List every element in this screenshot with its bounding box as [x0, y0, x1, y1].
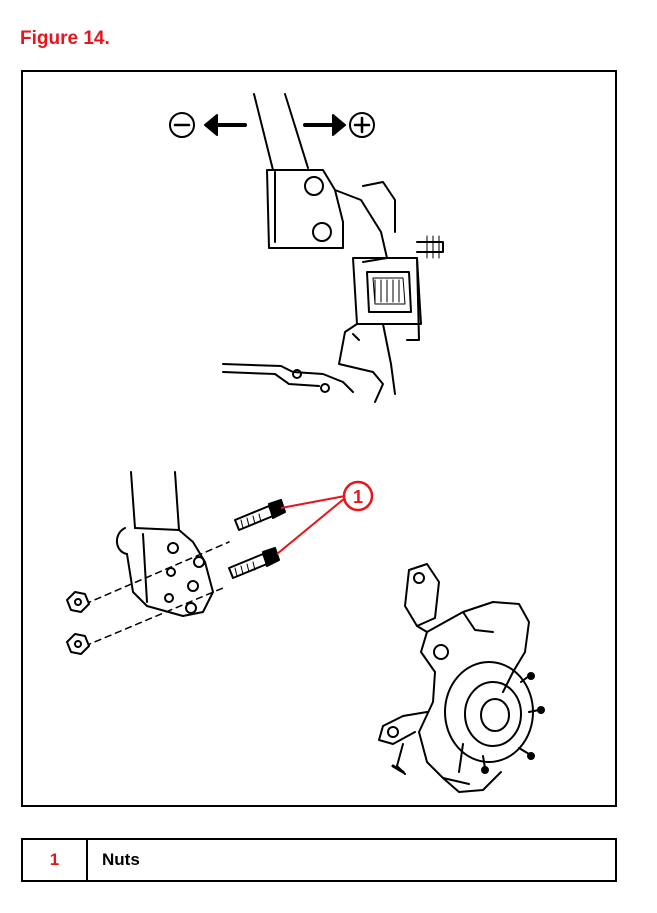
- minus-circle-icon: [169, 112, 195, 138]
- direction-indicator: [169, 112, 375, 138]
- legend-number: 1: [23, 840, 88, 880]
- bolt: [228, 547, 280, 579]
- callout-1: 1: [276, 480, 374, 555]
- strut-knuckle-illustration: 1: [66, 93, 545, 793]
- nut: [66, 591, 90, 613]
- strut-assembly-top: [222, 93, 444, 403]
- callout-circle: [342, 480, 374, 512]
- nut: [66, 633, 90, 655]
- plus-circle-icon: [349, 112, 375, 138]
- legend-table: 1 Nuts: [21, 838, 617, 882]
- callout-number: 1: [353, 487, 363, 507]
- figure-title: Figure 14.: [20, 28, 110, 49]
- strut-lower-mount: [66, 471, 286, 655]
- steering-knuckle: [378, 563, 545, 793]
- bolt: [234, 499, 286, 531]
- legend-label: Nuts: [102, 850, 140, 869]
- diagram-frame: 1: [21, 70, 617, 807]
